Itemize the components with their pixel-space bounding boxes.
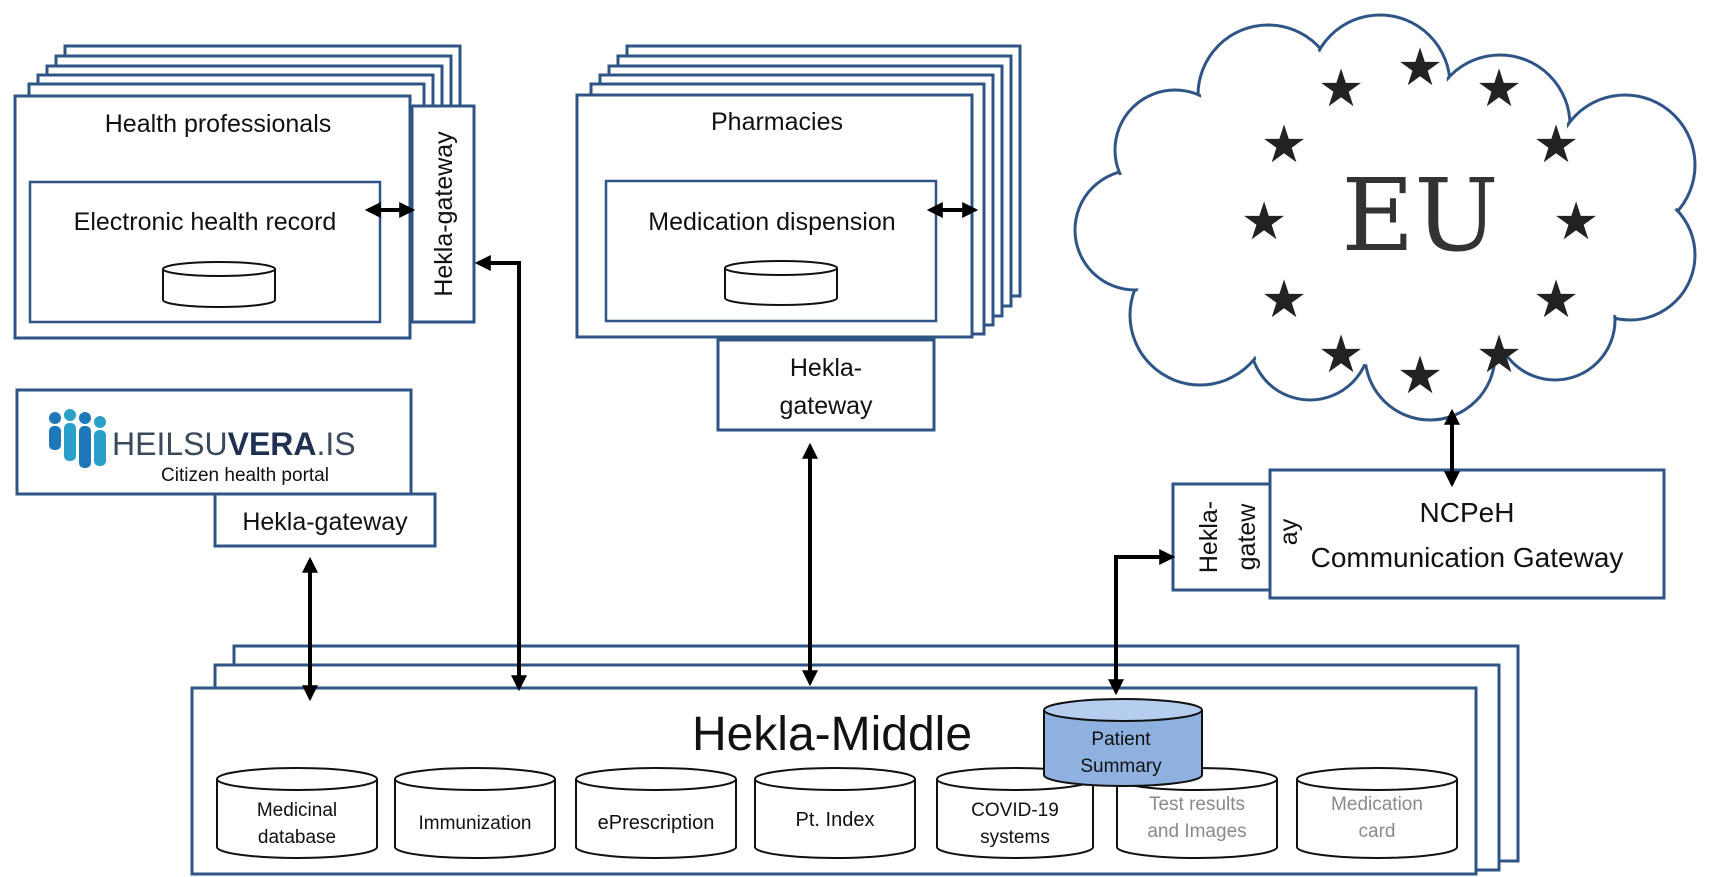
ncpeh-group: NCPeH Communication Gateway Hekla- gatew… <box>1171 468 1666 600</box>
dispension-database-icon <box>724 260 838 306</box>
star-icon: ★ <box>1318 325 1365 385</box>
svg-text:Test results: Test results <box>1149 794 1245 815</box>
star-icon: ★ <box>1397 346 1444 406</box>
health-professionals-group: Health professionals Electronic health r… <box>13 44 476 340</box>
ehr-label: Electronic health record <box>74 208 337 236</box>
heilsuvera-gateway-box <box>213 492 437 548</box>
database-cylinder: Pt. Index <box>754 767 916 859</box>
heilsuvera-logo-icon <box>49 409 106 468</box>
star-icon: ★ <box>1476 325 1523 385</box>
star-icon: ★ <box>1533 270 1580 330</box>
svg-text:Immunization: Immunization <box>419 813 532 834</box>
svg-text:and Images: and Images <box>1147 821 1246 842</box>
heilsuvera-gateway-label: Hekla-gateway <box>242 508 408 536</box>
ncpeh-gateway-line2: gatew <box>1233 503 1261 571</box>
star-icon: ★ <box>1261 115 1308 175</box>
patient-summary-database: Patient Summary <box>1043 698 1203 787</box>
star-icon: ★ <box>1241 192 1288 252</box>
database-cylinder: COVID-19 systems <box>936 767 1094 859</box>
patient-summary-line1: Patient <box>1091 729 1151 750</box>
ph-gateway-line1: Hekla- <box>790 354 862 382</box>
database-cylinder: Medicinal database <box>216 767 378 859</box>
summary-ncpeh-arrow <box>1108 549 1176 696</box>
svg-text:COVID-19: COVID-19 <box>971 800 1059 821</box>
star-icon: ★ <box>1397 38 1444 98</box>
heilsuvera-group: HEILSUVERA.IS Citizen health portal Hekl… <box>15 388 437 548</box>
ehr-box <box>28 180 382 324</box>
ncpeh-line2: Communication Gateway <box>1311 542 1624 573</box>
ncpeh-gateway-line3: ay <box>1275 518 1303 545</box>
svg-text:Medication: Medication <box>1331 794 1423 815</box>
star-icon: ★ <box>1553 192 1600 252</box>
ph-gateway-line2: gateway <box>779 392 873 420</box>
ncpeh-line1: NCPeH <box>1420 497 1515 528</box>
database-cylinder: Immunization <box>394 767 556 859</box>
svg-text:database: database <box>258 827 336 848</box>
connector-arrows <box>302 202 1460 702</box>
svg-text:ePrescription: ePrescription <box>598 812 715 834</box>
ph-gateway-box <box>716 338 936 432</box>
svg-text:card: card <box>1359 821 1396 842</box>
heilsuvera-subtitle: Citizen health portal <box>161 465 329 486</box>
eu-cloud-fill <box>1078 18 1692 417</box>
ncpeh-box <box>1268 468 1666 600</box>
hekla-middle-group: Hekla-Middle Medicinal database Immuniza… <box>190 644 1520 876</box>
ph-title: Pharmacies <box>711 108 843 136</box>
star-icon: ★ <box>1318 59 1365 119</box>
pharmacies-group: Pharmacies Medication dispension Hekla- … <box>575 44 1022 432</box>
eu-cloud-group: EU ★ ★ ★ ★ ★ ★ ★ ★ ★ ★ ★ ★ <box>1073 13 1697 422</box>
ncpeh-hekla-gateway-box <box>1171 482 1272 592</box>
database-cylinder: Test results and Images <box>1116 767 1278 859</box>
eu-stars: ★ ★ ★ ★ ★ ★ ★ ★ ★ ★ ★ ★ <box>1241 38 1600 406</box>
hp-gateway-label: Hekla-gateway <box>430 131 458 297</box>
svg-text:Medicinal: Medicinal <box>257 800 337 821</box>
star-icon: ★ <box>1261 270 1308 330</box>
hp-middle-arrow <box>474 255 527 692</box>
heilsuvera-logo-text: HEILSUVERA.IS <box>112 426 356 462</box>
dispension-label: Medication dispension <box>648 208 895 236</box>
database-cylinder: ePrescription <box>575 767 737 859</box>
star-icon: ★ <box>1533 115 1580 175</box>
eu-label: EU <box>1341 157 1498 274</box>
database-cylinder: Medication card <box>1296 767 1458 859</box>
patient-summary-line2: Summary <box>1080 756 1162 777</box>
ehr-database-icon <box>162 261 276 308</box>
hm-title: Hekla-Middle <box>692 708 972 761</box>
star-icon: ★ <box>1476 59 1523 119</box>
hp-title: Health professionals <box>105 110 332 138</box>
ncpeh-gateway-line1: Hekla- <box>1195 501 1223 573</box>
svg-text:Pt. Index: Pt. Index <box>796 809 875 831</box>
svg-text:systems: systems <box>980 827 1050 848</box>
